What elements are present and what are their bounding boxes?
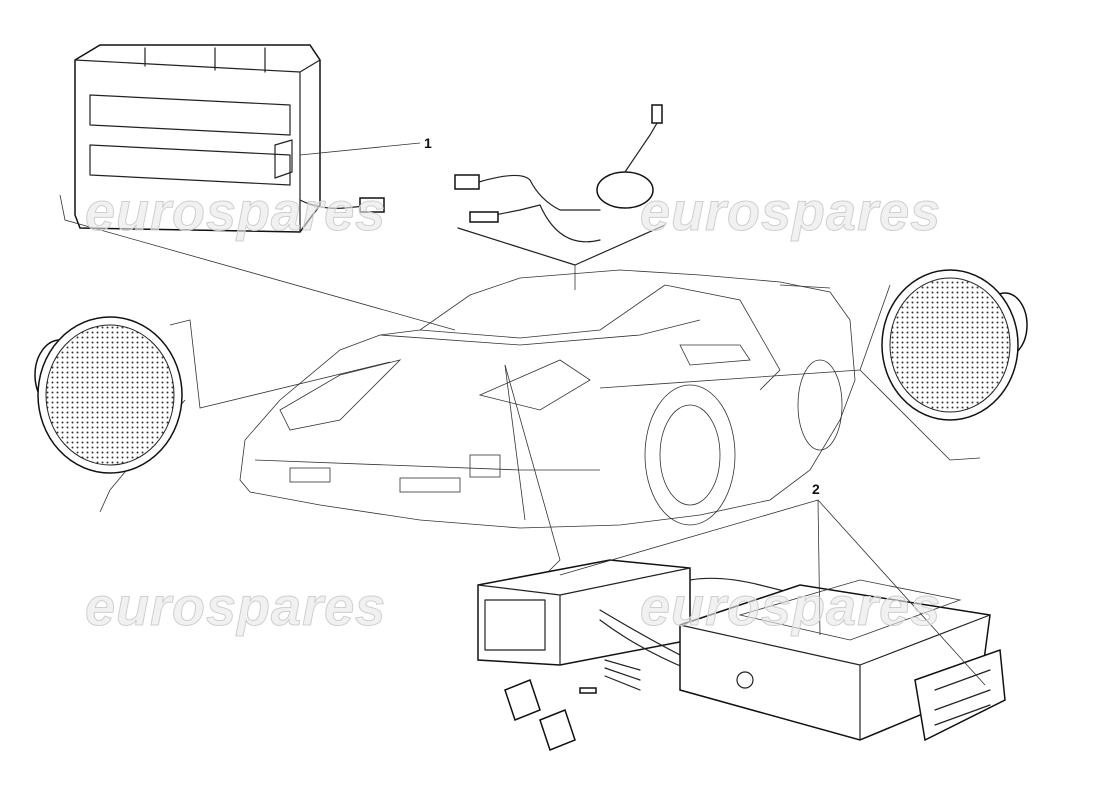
location-lines [59, 194, 981, 576]
car-outline [239, 269, 856, 529]
watermark: eurospares [640, 182, 941, 242]
watermarks: eurospares eurospares eurospares eurospa… [85, 182, 941, 638]
speaker-left [34, 316, 183, 474]
callout-2: 2 [812, 481, 820, 497]
watermark: eurospares [85, 577, 386, 637]
amplifier-unit [74, 44, 385, 233]
speaker-right [881, 269, 1028, 421]
radio-assembly [477, 559, 1006, 751]
antenna-module [454, 104, 666, 266]
leader-line-1 [299, 142, 421, 156]
leader-line-2 [559, 499, 986, 686]
watermark: eurospares [85, 182, 386, 242]
watermark: eurospares [640, 577, 941, 637]
callout-1: 1 [424, 135, 432, 151]
